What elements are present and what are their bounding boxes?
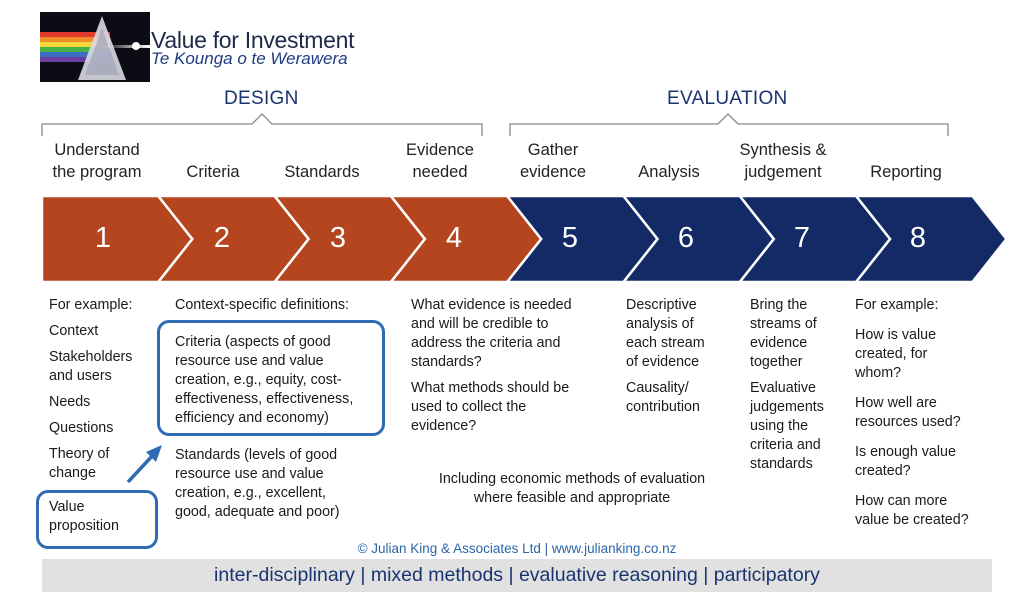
col7-text: Bring the streams of evidence together E… — [750, 297, 824, 472]
step-7-title: Synthesis &judgement — [739, 141, 827, 181]
step-6-number: 6 — [677, 222, 695, 254]
phase-brackets — [41, 113, 949, 136]
col1-examples: For example: Context Stakeholders and us… — [49, 296, 132, 483]
step-3-number: 3 — [329, 222, 347, 254]
logo — [40, 12, 150, 82]
step-4-number: 4 — [445, 222, 463, 254]
col1-item: Stakeholders — [49, 349, 133, 365]
step-3-title: Standards — [284, 163, 360, 181]
chevron-step-8 — [853, 194, 1008, 284]
value-proposition-text: Value proposition — [49, 499, 119, 534]
col1-item: and users — [49, 368, 112, 384]
criteria-text: Criteria (aspects of good resource use a… — [175, 334, 354, 426]
economic-methods-note: Including economic methods of evaluation… — [438, 471, 706, 506]
step-8-number: 8 — [909, 222, 927, 254]
step-2-title: Criteria — [186, 163, 240, 181]
step-1-number: 1 — [94, 222, 112, 254]
design-bracket — [41, 113, 483, 136]
copyright-text: © Julian King & Associates Ltd | www.jul… — [357, 541, 677, 556]
step-5-number: 5 — [561, 222, 579, 254]
logo-title: Value for Investment — [151, 27, 355, 53]
standards-text: Standards (levels of good resource use a… — [175, 447, 340, 520]
col1-heading: For example: — [49, 297, 133, 313]
col6-text: Descriptive analysis of each stream of e… — [626, 297, 705, 415]
col1-item: Theory of — [49, 446, 110, 462]
arrow-icon — [126, 445, 162, 484]
evaluation-bracket — [509, 113, 949, 136]
phase-design-label: DESIGN — [224, 88, 299, 109]
phase-evaluation-label: EVALUATION — [667, 88, 788, 109]
criteria-box — [157, 320, 385, 436]
col1-item: Context — [49, 323, 99, 339]
step-6-title: Analysis — [638, 163, 700, 181]
step-8-title: Reporting — [870, 163, 942, 181]
prism-logo-icon — [40, 12, 150, 82]
col1-item: Needs — [49, 394, 91, 410]
logo-subtitle: Te Kounga o te Werawera — [151, 49, 348, 68]
col2-heading: Context-specific definitions: — [175, 297, 350, 313]
col8-text: For example: How is value created, for w… — [855, 297, 969, 528]
col1-item: change — [49, 465, 96, 481]
value-proposition-box — [36, 490, 158, 549]
step-2-number: 2 — [213, 222, 231, 254]
col4-text: What evidence is needed and will be cred… — [411, 297, 572, 434]
col1-item: Questions — [49, 420, 114, 436]
footer-principles: inter-disciplinary | mixed methods | eva… — [42, 559, 992, 592]
step-7-number: 7 — [793, 222, 811, 254]
